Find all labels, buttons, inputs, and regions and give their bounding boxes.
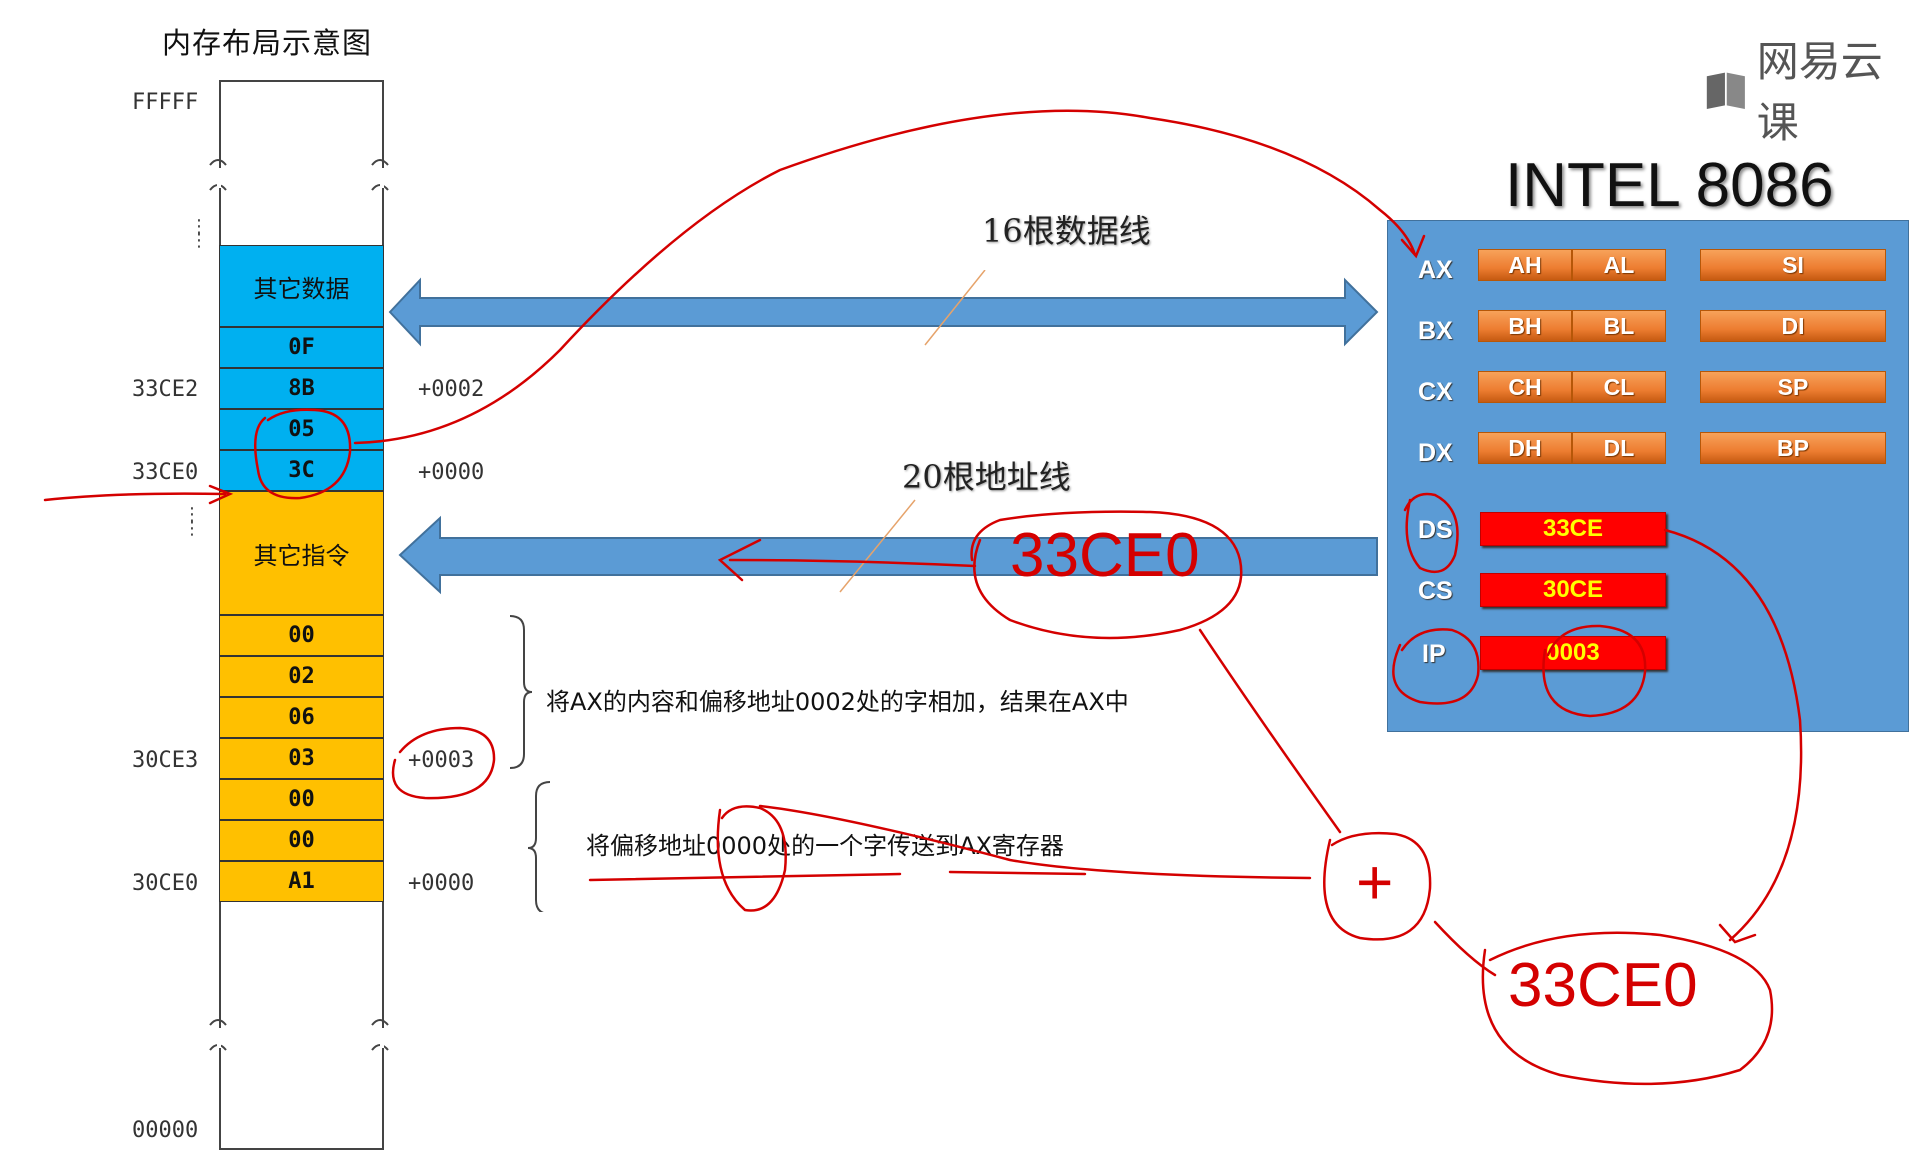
register-label-cx: CX bbox=[1418, 378, 1453, 406]
memory-cell-02: 02 bbox=[219, 656, 384, 697]
offset-0003: +0003 bbox=[408, 748, 475, 773]
register-bl: BL bbox=[1572, 310, 1666, 342]
address-fffff: FFFFF bbox=[132, 90, 199, 115]
register-ds-value: 33CE bbox=[1480, 512, 1666, 546]
circle-3c bbox=[253, 408, 352, 500]
bus-arrows bbox=[388, 270, 1379, 595]
line-plus-to-result bbox=[1433, 920, 1497, 977]
line-to-plus bbox=[758, 804, 1312, 880]
circle-offset-0003 bbox=[391, 726, 496, 800]
circle-plus bbox=[1323, 831, 1432, 941]
memory-cell-a1: A1 bbox=[219, 861, 384, 902]
diagram-title: 内存布局示意图 bbox=[162, 26, 373, 60]
circle-ip bbox=[1392, 628, 1480, 705]
offset-0002: +0002 bbox=[418, 377, 485, 402]
register-bp: BP bbox=[1700, 432, 1886, 464]
memory-cell-00-b: 00 bbox=[219, 779, 384, 820]
instruction-braces bbox=[509, 615, 551, 912]
handwritten-bus-value: 33CE0 bbox=[1010, 521, 1200, 590]
register-dh: DH bbox=[1478, 432, 1572, 464]
mov-instruction-note: 将偏移地址0000处的一个字传送到AX寄存器 bbox=[586, 832, 1064, 860]
register-label-ds: DS bbox=[1418, 516, 1453, 544]
watermark-logo: 网易云课 bbox=[1705, 28, 1909, 150]
watermark-text: 网易云课 bbox=[1756, 37, 1883, 147]
register-label-ip: IP bbox=[1422, 640, 1446, 668]
handwritten-plus-sign: + bbox=[1356, 846, 1394, 918]
memory-cell-0f: 0F bbox=[219, 327, 384, 368]
register-al: AL bbox=[1572, 249, 1666, 281]
register-ah: AH bbox=[1478, 249, 1572, 281]
address-00000: 00000 bbox=[132, 1118, 199, 1143]
register-di: DI bbox=[1700, 310, 1886, 342]
curve-to-ax bbox=[353, 109, 1426, 445]
address-30ce3: 30CE3 bbox=[132, 748, 199, 773]
add-instruction-note: 将AX的内容和偏移地址0002处的字相加，结果在AX中 bbox=[546, 688, 1129, 716]
circle-bus-value bbox=[970, 510, 1243, 640]
memory-cell-8b: 8B bbox=[219, 368, 384, 409]
memory-cell-other-data: 其它数据 bbox=[219, 245, 384, 327]
register-ip-value: 0003 bbox=[1480, 636, 1666, 670]
register-sp: SP bbox=[1700, 371, 1886, 403]
register-dl: DL bbox=[1572, 432, 1666, 464]
address-33ce0: 33CE0 bbox=[132, 460, 199, 485]
data-bus-label: 16根数据线 bbox=[982, 212, 1151, 250]
memory-cell-03: 03 bbox=[219, 738, 384, 779]
register-bh: BH bbox=[1478, 310, 1572, 342]
ellipsis-upper: ⋮⋮ bbox=[190, 216, 208, 251]
circle-result bbox=[1481, 931, 1774, 1086]
memory-break-top bbox=[209, 159, 389, 191]
register-label-dx: DX bbox=[1418, 439, 1453, 467]
line-ds-to-result bbox=[1663, 528, 1803, 944]
memory-cell-00-c: 00 bbox=[219, 820, 384, 861]
book-icon bbox=[1706, 72, 1745, 109]
ellipsis-middle: ⋮⋮ bbox=[183, 504, 201, 539]
address-33ce2: 33CE2 bbox=[132, 377, 199, 402]
register-label-bx: BX bbox=[1418, 317, 1453, 345]
circle-note-0000 bbox=[716, 805, 787, 912]
register-cl: CL bbox=[1572, 371, 1666, 403]
memory-cell-other-instructions: 其它指令 bbox=[219, 491, 384, 615]
register-cs-value: 30CE bbox=[1480, 573, 1666, 607]
bus-arrow-stroke bbox=[717, 538, 977, 582]
register-si: SI bbox=[1700, 249, 1886, 281]
line-bus-to-plus bbox=[1198, 628, 1342, 834]
circle-0003 bbox=[1542, 624, 1647, 718]
underline-mov-note bbox=[588, 870, 1087, 882]
address-bus-arrow bbox=[398, 515, 1378, 595]
memory-break-bottom bbox=[209, 1019, 389, 1051]
address-30ce0: 30CE0 bbox=[132, 871, 199, 896]
memory-cell-00-a: 00 bbox=[219, 615, 384, 656]
memory-cell-3c: 3C bbox=[219, 450, 384, 491]
circle-ds bbox=[1403, 492, 1459, 574]
register-ch: CH bbox=[1478, 371, 1572, 403]
handwritten-sum-result: 33CE0 bbox=[1508, 951, 1698, 1020]
pointer-arrow bbox=[43, 484, 234, 505]
offset-0000-data: +0000 bbox=[418, 460, 485, 485]
register-label-ax: AX bbox=[1418, 256, 1453, 284]
register-label-cs: CS bbox=[1418, 577, 1453, 605]
data-bus-arrow bbox=[388, 277, 1379, 347]
offset-0000-code: +0000 bbox=[408, 871, 475, 896]
cpu-title: INTEL 8086 bbox=[1505, 151, 1834, 220]
memory-cell-06: 06 bbox=[219, 697, 384, 738]
address-bus-label: 20根地址线 bbox=[902, 458, 1071, 496]
